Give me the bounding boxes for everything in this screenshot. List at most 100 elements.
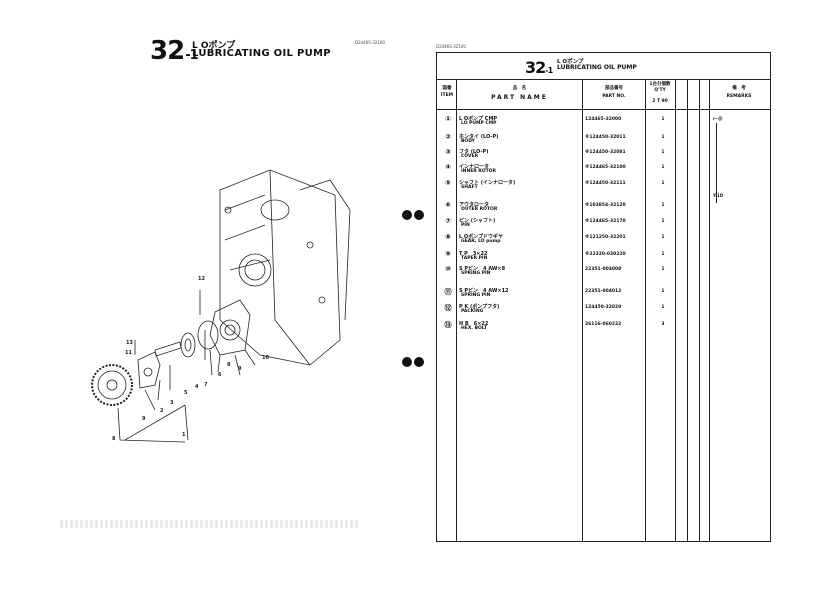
row-name-en: GEAR, LO pump <box>461 239 501 244</box>
callout-2: 2 <box>160 408 164 414</box>
table-header <box>437 79 770 110</box>
binder-hole <box>414 210 424 220</box>
remark-1: ℓ~⑬ <box>713 116 723 121</box>
hdr-name-en: PART NAME <box>491 94 548 101</box>
row-quantity: 1 <box>661 267 665 272</box>
left-page-number: 32-1 <box>150 36 199 66</box>
row-quantity: 1 <box>661 150 665 155</box>
row-name-en: OUTER ROTOR <box>461 207 498 212</box>
row-item-number: ⑨ <box>445 250 451 258</box>
row-name-jp: シャフト (インナロータ) <box>459 180 516 186</box>
row-name-en: SHAFT <box>461 185 478 190</box>
row-item-number: ⑧ <box>445 233 451 241</box>
row-item-number: ⑬ <box>444 321 452 329</box>
hdr-remarks-jp: 備 考 <box>732 86 746 91</box>
callout-11: 11 <box>125 350 132 356</box>
callout-5: 5 <box>184 390 188 396</box>
table-title-bar: 32-1 L Oポンプ LUBRICATING OIL PUMP <box>437 53 770 80</box>
row-part-number: ※124465-32170 <box>585 219 626 224</box>
callout-4: 4 <box>195 384 199 390</box>
row-part-number: ※124450-32111 <box>585 181 626 186</box>
row-part-number: ※124450-32081 <box>585 150 626 155</box>
row-quantity: 1 <box>661 289 665 294</box>
hdr-qty-en: Q'TY <box>654 88 666 93</box>
row-name-en: INNER ROTOR <box>461 169 496 174</box>
left-title-en: LUBRICATING OIL PUMP <box>192 48 331 59</box>
row-part-number: 22351-004012 <box>585 289 622 294</box>
callout-7: 7 <box>204 382 208 388</box>
row-part-number: 124465-32000 <box>585 117 622 122</box>
row-item-number: ④ <box>445 163 451 171</box>
callout-8: 8 <box>227 362 231 368</box>
row-name-jp: アウタロータ <box>459 202 490 208</box>
row-part-number: 26116-060222 <box>585 322 622 327</box>
callout-1: 1 <box>182 432 186 438</box>
col-divider <box>456 79 457 541</box>
row-name-en: LO PUMP CMP <box>461 121 497 126</box>
callout-9: 9 <box>238 366 242 372</box>
right-title-en: LUBRICATING OIL PUMP <box>557 64 637 71</box>
row-quantity: 1 <box>661 181 665 186</box>
table-row: ⑤ シャフト (インナロータ)SHAFT ※124450-32111 1 <box>437 179 770 201</box>
row-item-number: ⑦ <box>445 217 451 225</box>
row-item-number: ⑫ <box>444 304 452 312</box>
row-quantity: 1 <box>661 165 665 170</box>
hdr-qty-jp: 1台分個数 <box>649 82 671 87</box>
right-page-number: 32-1 <box>525 58 553 77</box>
col-divider <box>687 79 688 541</box>
row-name-jp: ホンタイ (LO-P) <box>459 134 499 140</box>
row-name-jp: ピン (シャフト) <box>459 218 496 224</box>
row-part-number: ※121250-32201 <box>585 235 626 240</box>
col-divider <box>582 79 583 541</box>
row-part-number: ※22320-030220 <box>585 252 626 257</box>
row-quantity: 1 <box>661 135 665 140</box>
callout-8b: 8 <box>112 436 116 442</box>
row-name-jp: インナロータ <box>459 164 490 170</box>
remark-2: Y-1D <box>713 193 724 198</box>
row-part-number: ※103854-32120 <box>585 203 626 208</box>
faint-footer-noise <box>60 520 360 528</box>
row-item-number: ① <box>445 115 451 123</box>
row-item-number: ⑤ <box>445 179 451 187</box>
row-name-jp: L Oポンプ CMP <box>459 116 498 122</box>
row-name-jp: T P 3×22 <box>459 251 488 257</box>
callout-12: 12 <box>198 276 205 282</box>
row-quantity: 1 <box>661 117 665 122</box>
left-page-code: D2446S-32100 <box>355 40 385 45</box>
row-name-en: PACKING <box>461 309 484 314</box>
callout-13: 13 <box>126 340 133 346</box>
callout-3: 3 <box>170 400 174 406</box>
binder-hole <box>414 357 424 367</box>
row-item-number: ⑪ <box>444 288 452 296</box>
row-part-number: ※124465-32100 <box>585 165 626 170</box>
row-quantity: 1 <box>661 219 665 224</box>
exploded-diagram <box>91 169 351 443</box>
row-quantity: 3 <box>661 322 665 327</box>
col-divider <box>709 79 710 541</box>
col-divider <box>645 79 646 541</box>
col-divider <box>699 79 700 541</box>
hdr-name-jp: 品 名 <box>512 86 527 91</box>
row-name-en: SPRING PIN <box>461 293 491 298</box>
row-name-en: PIN <box>461 223 470 228</box>
row-quantity: 1 <box>661 252 665 257</box>
row-quantity: 1 <box>661 235 665 240</box>
row-name-jp: S Pピン 4 AW×8 <box>459 266 506 272</box>
right-page-code: D2446S-32100 <box>436 44 466 49</box>
callout-10: 10 <box>262 355 269 361</box>
table-row: ⑦ ピン (シャフト)PIN ※124465-32170 1 <box>437 217 770 239</box>
row-name-en: COVER <box>461 154 479 159</box>
hdr-partno-en: PART NO. <box>602 94 626 99</box>
parts-table: 32-1 L Oポンプ LUBRICATING OIL PUMP 図番 ITEM… <box>436 52 771 542</box>
row-name-jp: フタ (LO-P) <box>459 149 489 155</box>
row-part-number: ※124450-32011 <box>585 135 626 140</box>
